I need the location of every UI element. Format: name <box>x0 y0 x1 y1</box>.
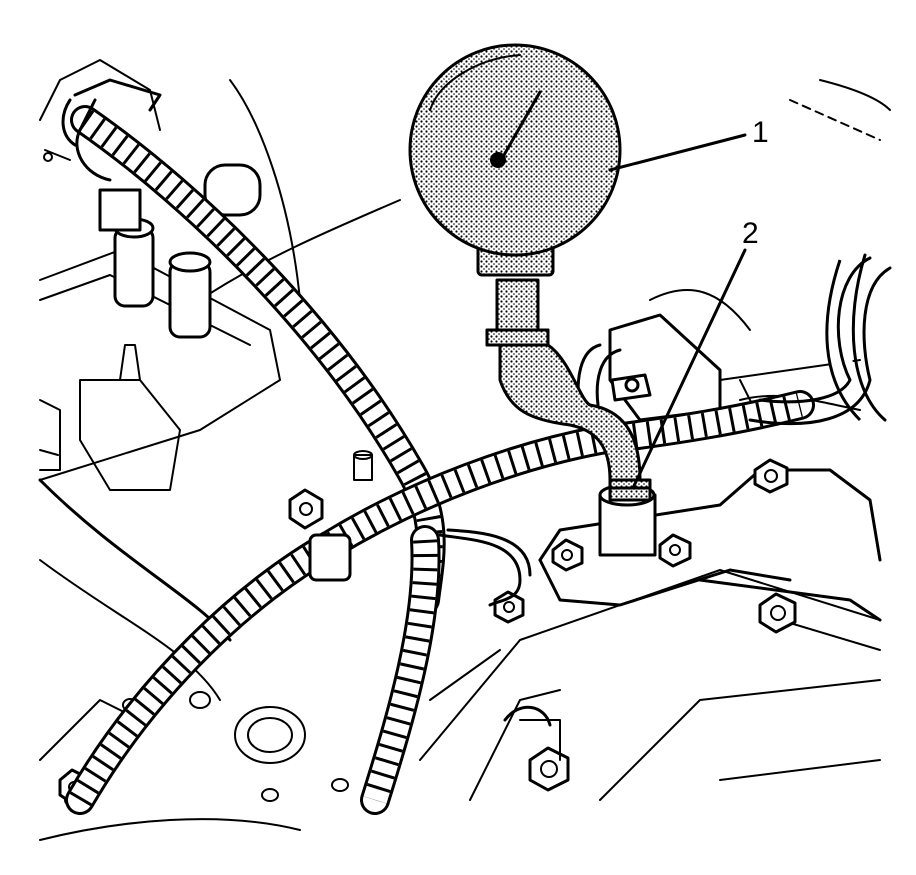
bolt-icon <box>753 458 789 494</box>
valve-body <box>419 79 891 801</box>
bolt-icon <box>288 488 324 530</box>
hose <box>748 256 892 426</box>
wiring-harness <box>61 78 815 815</box>
callout-2: 2 <box>742 217 759 250</box>
bolt-icon <box>528 746 570 792</box>
bolt-icon <box>758 592 797 634</box>
engine-block <box>38 59 401 841</box>
callout-1: 1 <box>752 116 769 149</box>
leader-lines <box>608 133 747 490</box>
bolts <box>58 450 797 805</box>
pressure-gauge <box>408 43 652 482</box>
bolt-icon <box>658 533 692 568</box>
bolt-icon <box>551 538 584 572</box>
gauge-fitting <box>598 478 657 557</box>
